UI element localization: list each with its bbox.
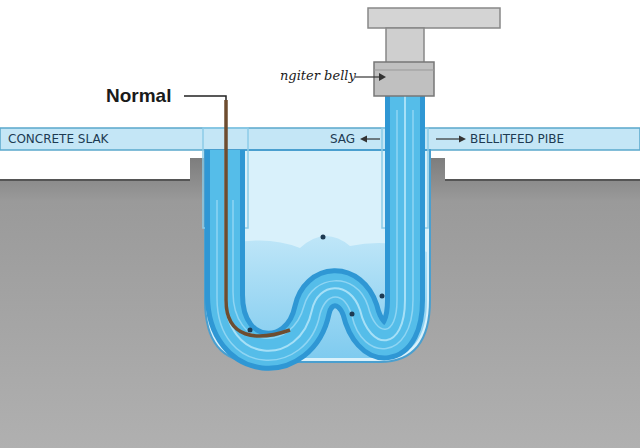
slab-label: CONCRETE SLAK bbox=[8, 132, 108, 146]
pipe-label: BELLITFED PIBE bbox=[470, 132, 564, 146]
concrete-slab: CONCRETE SLAK SAG BELLITFED PIBE bbox=[0, 128, 640, 150]
sag-label: SAG bbox=[330, 132, 355, 146]
belly-label: ngiter belly bbox=[280, 68, 356, 83]
normal-label: Normal bbox=[106, 85, 171, 107]
